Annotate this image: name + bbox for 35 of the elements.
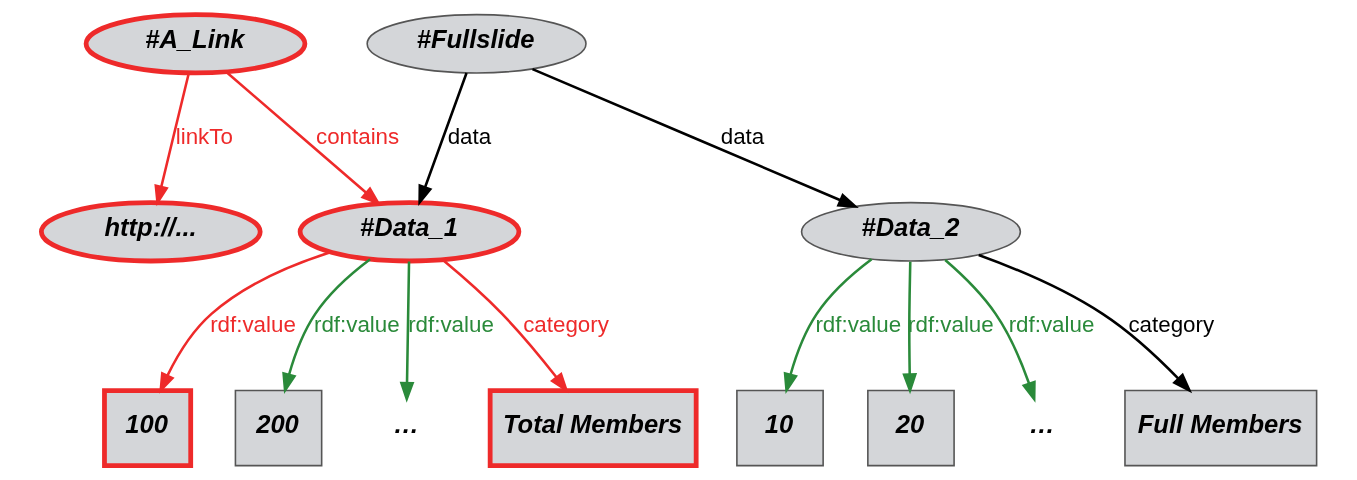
arrow xyxy=(158,251,331,394)
edge-label: rdf:value xyxy=(209,311,296,337)
edge-label: data xyxy=(720,123,764,149)
edge-label: data xyxy=(447,123,491,149)
arrow xyxy=(417,72,468,206)
arrow xyxy=(281,258,371,394)
edge-label: rdf:value xyxy=(407,311,494,337)
node-text: … xyxy=(393,409,419,438)
arrow xyxy=(977,253,1192,394)
node-box: Full Members xyxy=(1123,389,1317,467)
edge-label: rdf:value xyxy=(814,311,901,337)
node-box: 20 xyxy=(866,389,955,467)
edge-label: category xyxy=(522,311,609,337)
node-ellipse: #Fullslide xyxy=(365,13,587,74)
arrow xyxy=(153,73,190,207)
edge-label: contains xyxy=(315,123,399,149)
node-text: … xyxy=(1028,409,1055,438)
node-ellipse: #Data_1 xyxy=(297,200,521,264)
node-box: 200 xyxy=(234,389,322,467)
node-ellipse: http://... xyxy=(38,200,263,264)
node-ellipse: #Data_2 xyxy=(800,201,1021,262)
edge-label: rdf:value xyxy=(1008,311,1094,337)
node-box: 10 xyxy=(735,389,824,467)
edge-label: rdf:value xyxy=(313,311,400,337)
node-box: Total Members xyxy=(487,388,699,468)
node-box: 100 xyxy=(101,388,193,468)
edge-label: linkTo xyxy=(175,123,233,149)
arrow xyxy=(901,261,917,395)
arrow xyxy=(783,258,872,394)
arrow xyxy=(531,67,859,209)
arrow xyxy=(441,259,569,394)
arrow xyxy=(943,259,1036,403)
node-ellipse: #A_Link xyxy=(83,12,307,76)
edge-label: category xyxy=(1127,311,1214,337)
arrow xyxy=(399,261,414,403)
